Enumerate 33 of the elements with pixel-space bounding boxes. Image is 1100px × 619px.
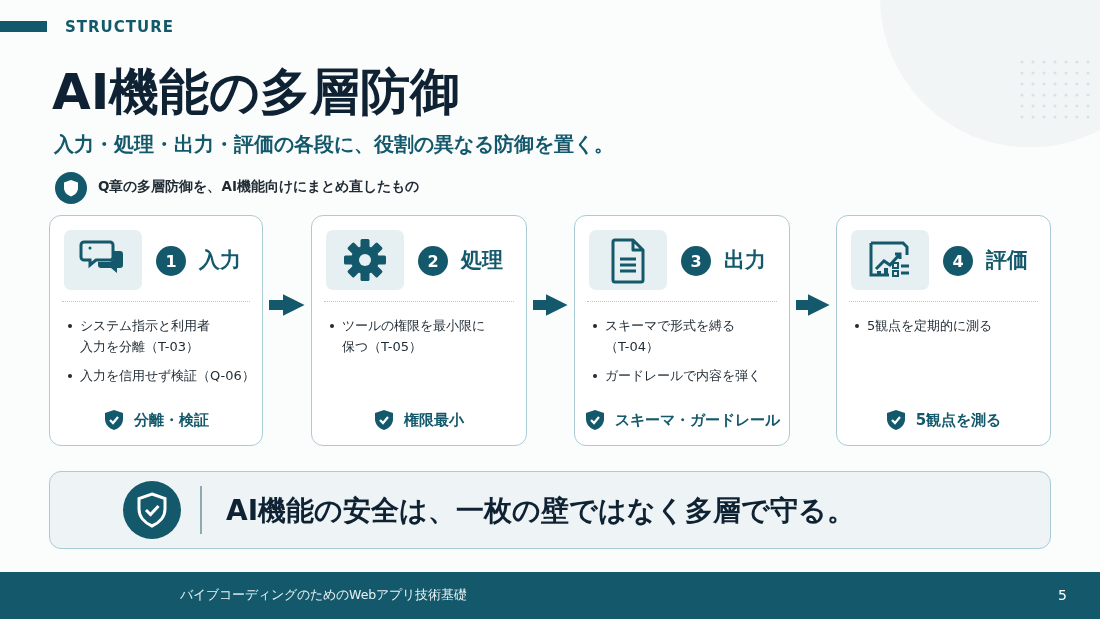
defense-label: 分離・検証 <box>133 410 209 430</box>
section-label: STRUCTURE <box>65 18 174 36</box>
step-number: 1 <box>156 246 186 276</box>
defense-label: 権限最小 <box>404 410 464 430</box>
stage-card <box>836 215 1051 446</box>
stage-card <box>311 215 527 446</box>
flow-arrow <box>269 294 305 316</box>
stage-heading: 評価 <box>986 247 1028 274</box>
note-text: Q章の多層防御を、AI機能向けにまとめ直したもの <box>98 178 419 196</box>
summary-banner <box>49 471 1051 549</box>
stage-heading: 出力 <box>724 247 766 274</box>
page-number: 5 <box>1058 587 1067 603</box>
stage-heading: 処理 <box>461 247 503 274</box>
stage-heading: 入力 <box>199 247 241 274</box>
slide-title: AI機能の多層防御 <box>52 62 461 123</box>
summary-text: AI機能の安全は、一枚の壁ではなく多層で守る。 <box>226 493 856 529</box>
footer-text: バイブコーディングのためのWebアプリ技術基礎 <box>180 587 468 604</box>
bullet-text: システム指示と利用者入力を分離（T-03） <box>80 317 211 356</box>
flow-arrow <box>533 294 568 316</box>
stage-card <box>574 215 790 446</box>
step-number: 4 <box>943 246 973 276</box>
bullet-text: ツールの権限を最小限に保つ（T-05） <box>342 317 486 356</box>
stage-card <box>49 215 263 446</box>
step-number: 3 <box>681 246 711 276</box>
subtitle: 入力・処理・出力・評価の各段に、役割の異なる防御を置く。 <box>54 131 614 158</box>
defense-label: 5観点を測る <box>915 410 1002 430</box>
flow-arrow <box>796 294 830 316</box>
bullet-text: 5観点を定期的に測る <box>867 317 994 335</box>
bullet-text: スキーマで形式を縛る（T-04） <box>605 317 736 356</box>
bullet-text: 入力を信用せず検証（Q-06） <box>80 367 256 385</box>
step-number: 2 <box>418 246 448 276</box>
bullet-text: ガードレールで内容を弾く <box>605 367 762 385</box>
defense-label: スキーマ・ガードレール <box>614 410 780 430</box>
